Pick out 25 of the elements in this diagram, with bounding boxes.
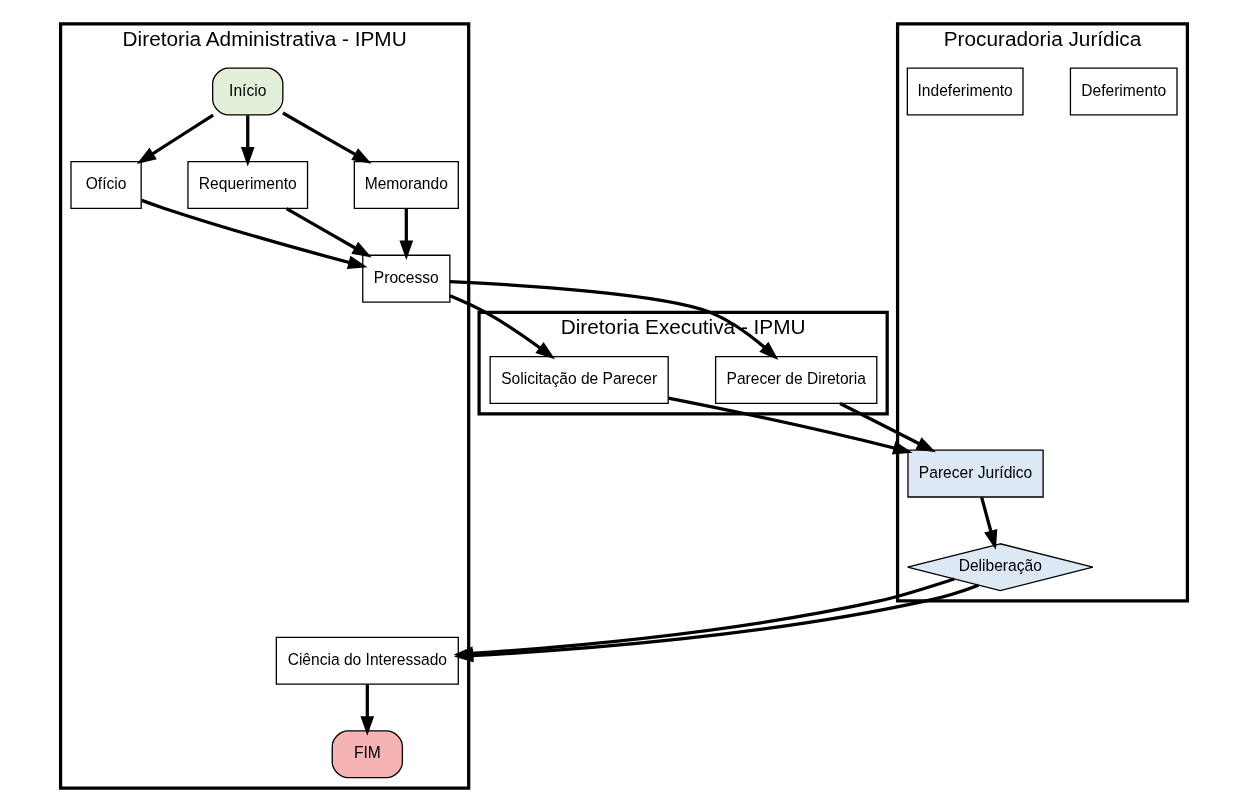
node-box: Início bbox=[211, 67, 283, 116]
arrow bbox=[448, 294, 555, 360]
arrow bbox=[359, 684, 374, 736]
arrow bbox=[979, 496, 997, 550]
node-box: Ciência do Interessado bbox=[275, 636, 459, 685]
node-box: Processo bbox=[361, 254, 450, 303]
node-box: Indeferimento bbox=[906, 67, 1024, 116]
arrow bbox=[449, 280, 778, 360]
node-diamond: Deliberação bbox=[906, 543, 1094, 592]
node-box: Memorando bbox=[353, 161, 459, 210]
arrow bbox=[240, 115, 255, 167]
node-box: Solicitação de Parecer bbox=[489, 355, 669, 405]
arrow bbox=[398, 208, 413, 261]
node-box: Deferimento bbox=[1069, 67, 1178, 116]
node-box: Requerimento bbox=[186, 161, 308, 210]
node-box: Parecer de Diretoria bbox=[714, 355, 877, 405]
arrow bbox=[285, 207, 372, 258]
node-box: FIM bbox=[331, 730, 403, 779]
node-box: Parecer Jurídico bbox=[906, 449, 1044, 498]
arrow bbox=[140, 198, 367, 269]
arrow bbox=[838, 402, 936, 453]
node-box: Ofício bbox=[69, 161, 142, 210]
arrow bbox=[136, 113, 214, 165]
arrow bbox=[667, 396, 913, 455]
arrow bbox=[281, 111, 372, 164]
